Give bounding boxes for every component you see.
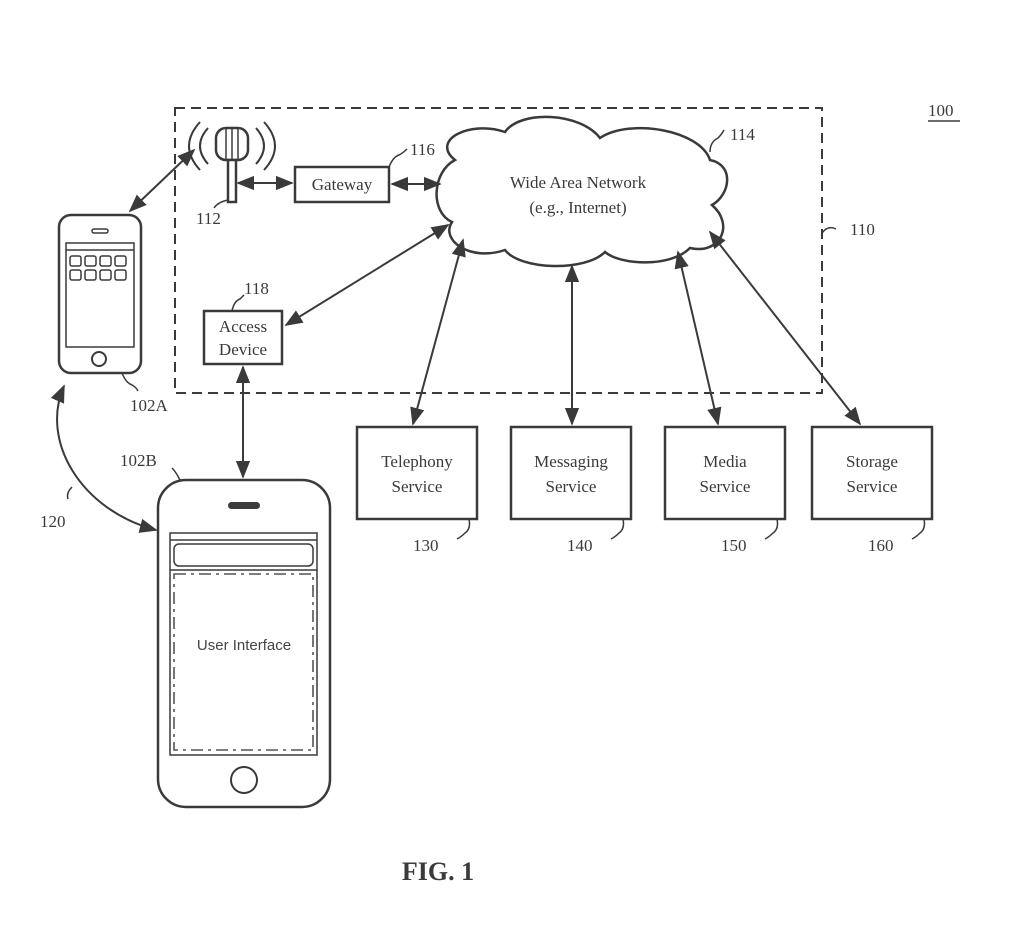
leader-102a <box>121 372 139 392</box>
service-label-line2: Service <box>847 477 898 496</box>
service-label-line2: Service <box>700 477 751 496</box>
ref-114: 114 <box>730 125 755 144</box>
ref-102a: 102A <box>130 396 169 415</box>
access-device-line1: Access <box>219 317 267 336</box>
wan-label-line1: Wide Area Network <box>510 173 647 192</box>
home-button-icon <box>230 766 258 794</box>
ref-120: 120 <box>40 512 66 531</box>
service-label-line1: Telephony <box>381 452 453 471</box>
service-box <box>355 425 479 521</box>
ref-102b: 102B <box>120 451 157 470</box>
arrow-device-a-tower <box>128 148 196 213</box>
access-device-box <box>202 309 284 366</box>
service-box <box>810 425 934 521</box>
services-row: TelephonyService130MessagingService140Me… <box>355 425 934 555</box>
service-ref: 160 <box>868 536 894 555</box>
leader-116 <box>388 148 408 168</box>
service-label-line2: Service <box>392 477 443 496</box>
user-interface-region <box>173 573 314 751</box>
address-bar <box>173 543 314 567</box>
arrow-wan-telephony <box>410 238 466 426</box>
service-ref: 130 <box>413 536 439 555</box>
wan-label-line2: (e.g., Internet) <box>529 198 626 217</box>
ref-100: 100 <box>928 101 954 120</box>
service-label-line2: Service <box>546 477 597 496</box>
home-button-icon <box>91 351 107 367</box>
access-device-line2: Device <box>219 340 267 359</box>
ref-118: 118 <box>244 279 269 298</box>
service-ref: 140 <box>567 536 593 555</box>
mobile-device-102a <box>57 213 143 375</box>
service-ref-leader <box>764 518 779 540</box>
ref-110: 110 <box>850 220 875 239</box>
service-ref-leader <box>610 518 625 540</box>
gateway-label: Gateway <box>312 175 373 194</box>
leader-118 <box>231 294 245 312</box>
arrow-access-wan <box>284 224 450 326</box>
leader-120 <box>66 486 73 500</box>
wireless-link-120 <box>50 384 158 533</box>
figure-title: FIG. 1 <box>402 857 474 886</box>
leader-114 <box>709 129 725 153</box>
service-ref-leader <box>456 518 471 540</box>
gateway-box <box>293 165 391 204</box>
arrow-wan-storage <box>708 230 862 426</box>
user-interface-label: User Interface <box>197 637 291 654</box>
service-label-line1: Media <box>703 452 747 471</box>
service-label-line1: Storage <box>846 452 898 471</box>
app-icons-grid <box>69 255 127 281</box>
antenna-tower-icon <box>188 121 276 204</box>
service-box <box>509 425 633 521</box>
ref-116: 116 <box>410 140 435 159</box>
mobile-device-102b <box>156 478 332 809</box>
service-label-line1: Messaging <box>534 452 608 471</box>
leader-110 <box>821 226 837 234</box>
arrow-wan-media <box>674 250 722 426</box>
leader-102b <box>171 467 181 481</box>
ref-112: 112 <box>196 209 221 228</box>
leader-112 <box>213 199 229 209</box>
service-box <box>663 425 787 521</box>
service-ref: 150 <box>721 536 747 555</box>
service-ref-leader <box>911 518 926 540</box>
